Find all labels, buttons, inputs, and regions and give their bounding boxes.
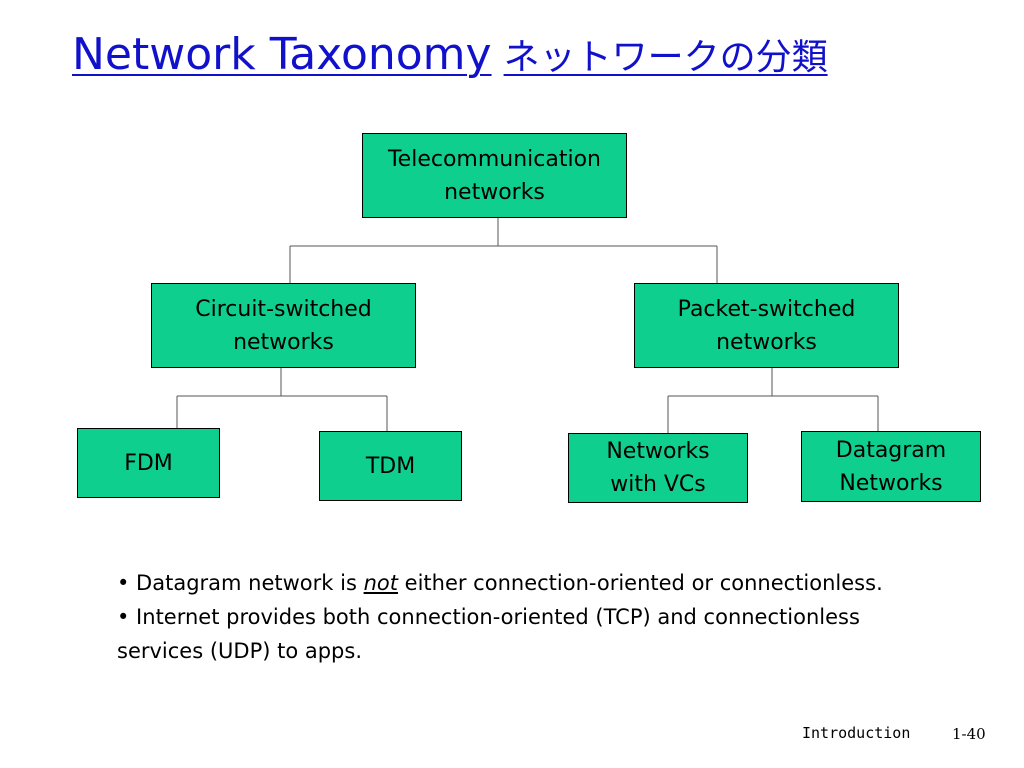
notes: • Datagram network is not either connect… (117, 566, 917, 668)
node-networks-with-vcs: Networks with VCs (568, 433, 748, 503)
footer-page-number: 1-40 (952, 725, 986, 743)
note-1-before: • Datagram network is (117, 571, 364, 595)
node-fdm: FDM (77, 428, 220, 498)
note-1-emphasis: not (363, 571, 398, 595)
node-tdm-label: TDM (365, 453, 416, 479)
node-packet-switched-networks: Packet-switched networks (634, 283, 899, 368)
note-bullet-1: • Datagram network is not either connect… (117, 566, 917, 600)
note-1-after: either connection-oriented or connection… (397, 571, 883, 595)
slide-title: Network Taxonomy ネットワークの分類 (72, 28, 828, 80)
node-vc-label: Networks with VCs (606, 439, 710, 497)
node-telecommunication-networks: Telecommunication networks (362, 133, 627, 218)
node-tdm: TDM (319, 431, 462, 501)
node-packet-label: Packet-switched networks (677, 296, 856, 355)
node-datagram-label: Datagram Networks (835, 437, 947, 496)
note-bullet-2: • Internet provides both connection-orie… (117, 605, 860, 663)
title-main: Network Taxonomy (72, 29, 492, 80)
title-japanese: ネットワークの分類 (503, 37, 828, 78)
node-datagram-networks: Datagram Networks (801, 431, 981, 502)
node-circuit-switched-networks: Circuit-switched networks (151, 283, 416, 368)
node-fdm-label: FDM (124, 450, 173, 476)
node-circuit-label: Circuit-switched networks (195, 296, 372, 355)
footer-section-label: Introduction (802, 724, 911, 742)
node-telecommunication-label: Telecommunication networks (387, 146, 602, 205)
